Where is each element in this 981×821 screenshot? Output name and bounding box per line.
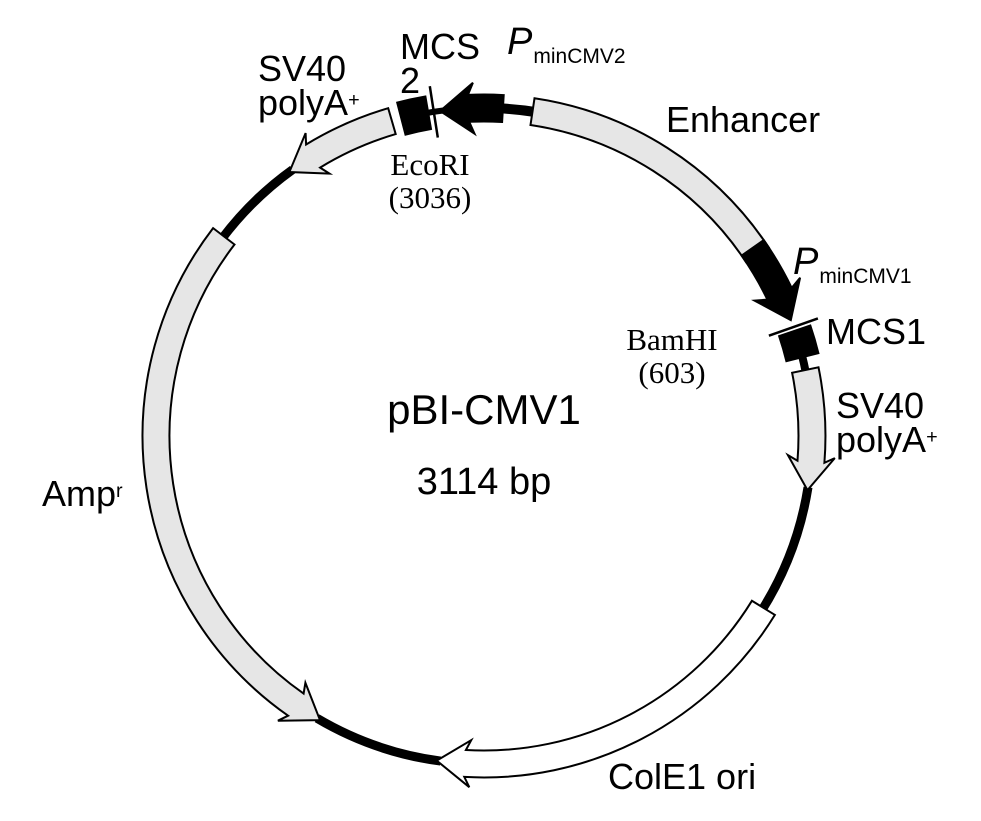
enzyme-name: EcoRI (390, 147, 470, 182)
label-text: MCS1 (826, 311, 927, 352)
label-text: SV40 (836, 385, 925, 426)
backbone-upper-left (218, 165, 296, 242)
amp-resistance-arrow (141, 226, 322, 722)
label-text: 2 (400, 60, 421, 102)
enzyme-name: BamHI (626, 322, 718, 357)
label-bamhi-site: BamHI (603) (612, 322, 732, 390)
backbone-bottom-left (314, 714, 442, 766)
backbone-top-link (498, 103, 538, 118)
superscript-plus: + (348, 89, 360, 112)
label-mcs1: MCS1 (826, 314, 926, 350)
bamhi-site-tick (768, 317, 819, 337)
plasmid-name: pBI-CMV1 (334, 389, 634, 431)
mcs1-box (777, 324, 820, 363)
promoter-symbol: P (793, 241, 819, 283)
label-text: Enhancer (666, 99, 821, 140)
cole1-ori-arrow (434, 599, 777, 788)
label-enhancer: Enhancer (666, 102, 820, 138)
label-ecori-site: EcoRI (3036) (380, 147, 480, 215)
label-text: polyA (836, 419, 927, 461)
superscript-r: r (116, 480, 123, 503)
label-sv40-polya-right: SV40 polyA+ (836, 388, 938, 461)
label-pmincmv1: PminCMV1 (793, 241, 912, 287)
label-text: MCS (400, 26, 480, 67)
label-mcs2: MCS 2 (400, 29, 480, 102)
label-text: polyA (258, 82, 349, 124)
mcs2-box (395, 95, 433, 136)
superscript-plus: + (926, 426, 938, 449)
label-sv40-polya-top-left: SV40 polyA+ (258, 51, 360, 124)
sv40-polya-right-arrow (785, 366, 836, 492)
plasmid-size: 3114 bp (334, 461, 634, 503)
site-position: (3036) (388, 179, 472, 215)
site-position: (603) (638, 354, 706, 390)
label-cole1-ori: ColE1 ori (608, 759, 756, 795)
pmincmv1-promoter-arrow (740, 238, 802, 322)
promoter-subscript: minCMV2 (533, 45, 626, 68)
label-text: Amp (42, 473, 117, 514)
plasmid-name-text: pBI-CMV1 (387, 386, 581, 433)
label-text: SV40 (258, 48, 347, 89)
label-amp-resistance: Ampr (42, 476, 123, 512)
promoter-subscript: minCMV1 (819, 265, 912, 288)
backbone-right (757, 486, 813, 614)
label-text: ColE1 ori (608, 756, 757, 797)
ecori-site-tick (428, 86, 440, 138)
pmincmv2-promoter-arrow (438, 81, 505, 137)
label-pmincmv2: PminCMV2 (507, 21, 626, 67)
promoter-symbol: P (507, 21, 533, 63)
plasmid-size-text: 3114 bp (416, 461, 552, 503)
sv40-polya-top-left-arrow (287, 106, 397, 175)
